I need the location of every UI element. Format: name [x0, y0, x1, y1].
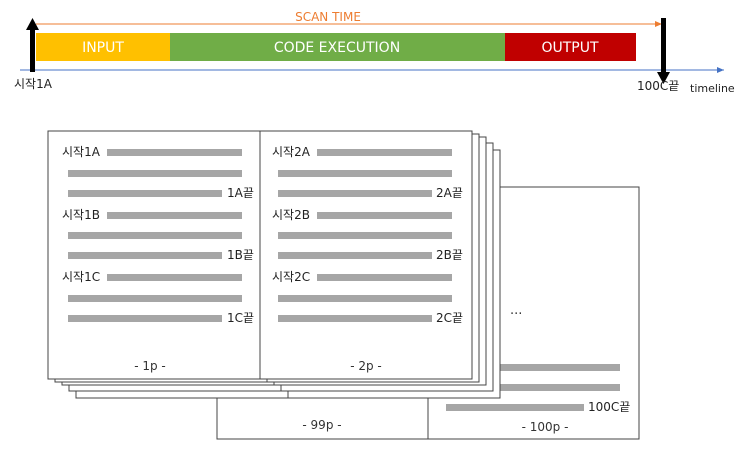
page-1-bar	[68, 252, 222, 259]
start-marker-arrowhead	[26, 18, 39, 30]
page-2-bar	[278, 295, 452, 302]
page-2-end-label: 2C끝	[436, 311, 463, 325]
page-100-ellipsis: ...	[510, 303, 522, 318]
page-2-bar	[317, 274, 452, 281]
input-segment	[36, 33, 170, 61]
page-2-bar	[278, 170, 452, 177]
page-1-end-label: 1A끝	[227, 186, 254, 200]
page-1-start-label: 시작1B	[62, 208, 100, 222]
output-segment	[505, 33, 636, 61]
page-100-footer: - 100p -	[522, 420, 569, 434]
page-1-bar	[68, 295, 242, 302]
input-segment-label: INPUT	[82, 40, 124, 56]
page-2-footer: - 2p -	[350, 359, 382, 373]
page-2-bar	[317, 212, 452, 219]
timeline-end-label: 100C끝	[637, 79, 679, 93]
timeline-start-label: 시작1A	[14, 77, 53, 91]
page-1-bar	[68, 232, 242, 239]
code-execution-segment	[170, 33, 505, 61]
end-marker-shaft	[661, 18, 666, 74]
end-marker-arrowhead	[657, 72, 670, 84]
page-1-start-label: 시작1C	[62, 270, 100, 284]
page-2-bar	[278, 190, 432, 197]
page-1-end-label: 1B끝	[227, 248, 254, 262]
page-100-bar	[446, 404, 584, 411]
page-2-start-label: 시작2A	[272, 145, 311, 159]
page-1-bar	[68, 190, 222, 197]
page-2-start-label: 시작2C	[272, 270, 310, 284]
page-1-bar	[107, 274, 242, 281]
page-99-footer: - 99p -	[302, 418, 341, 432]
page-2-start-label: 시작2B	[272, 208, 310, 222]
timeline-axis-label: timeline	[690, 82, 735, 95]
page-2-end-label: 2B끝	[436, 248, 463, 262]
code-execution-segment-label: CODE EXECUTION	[274, 40, 400, 56]
output-segment-label: OUTPUT	[541, 40, 599, 56]
page-1-bar	[68, 315, 222, 322]
page-100-bar	[500, 384, 620, 391]
page-1-start-label: 시작1A	[62, 145, 101, 159]
page-2-bar	[317, 149, 452, 156]
page-1-footer: - 1p -	[134, 359, 166, 373]
scan-time-label: SCAN TIME	[295, 10, 361, 24]
page-100-bar	[500, 364, 620, 371]
page-100-end-label: 100C끝	[588, 400, 630, 414]
page-1-bar	[107, 212, 242, 219]
page-2-bar	[278, 252, 432, 259]
page-2-bar	[278, 315, 432, 322]
page-1-bar	[107, 149, 242, 156]
page-1-end-label: 1C끝	[227, 311, 254, 325]
page-2-end-label: 2A끝	[436, 186, 463, 200]
page-1-bar	[68, 170, 242, 177]
page-2-bar	[278, 232, 452, 239]
start-marker-shaft	[30, 28, 35, 72]
